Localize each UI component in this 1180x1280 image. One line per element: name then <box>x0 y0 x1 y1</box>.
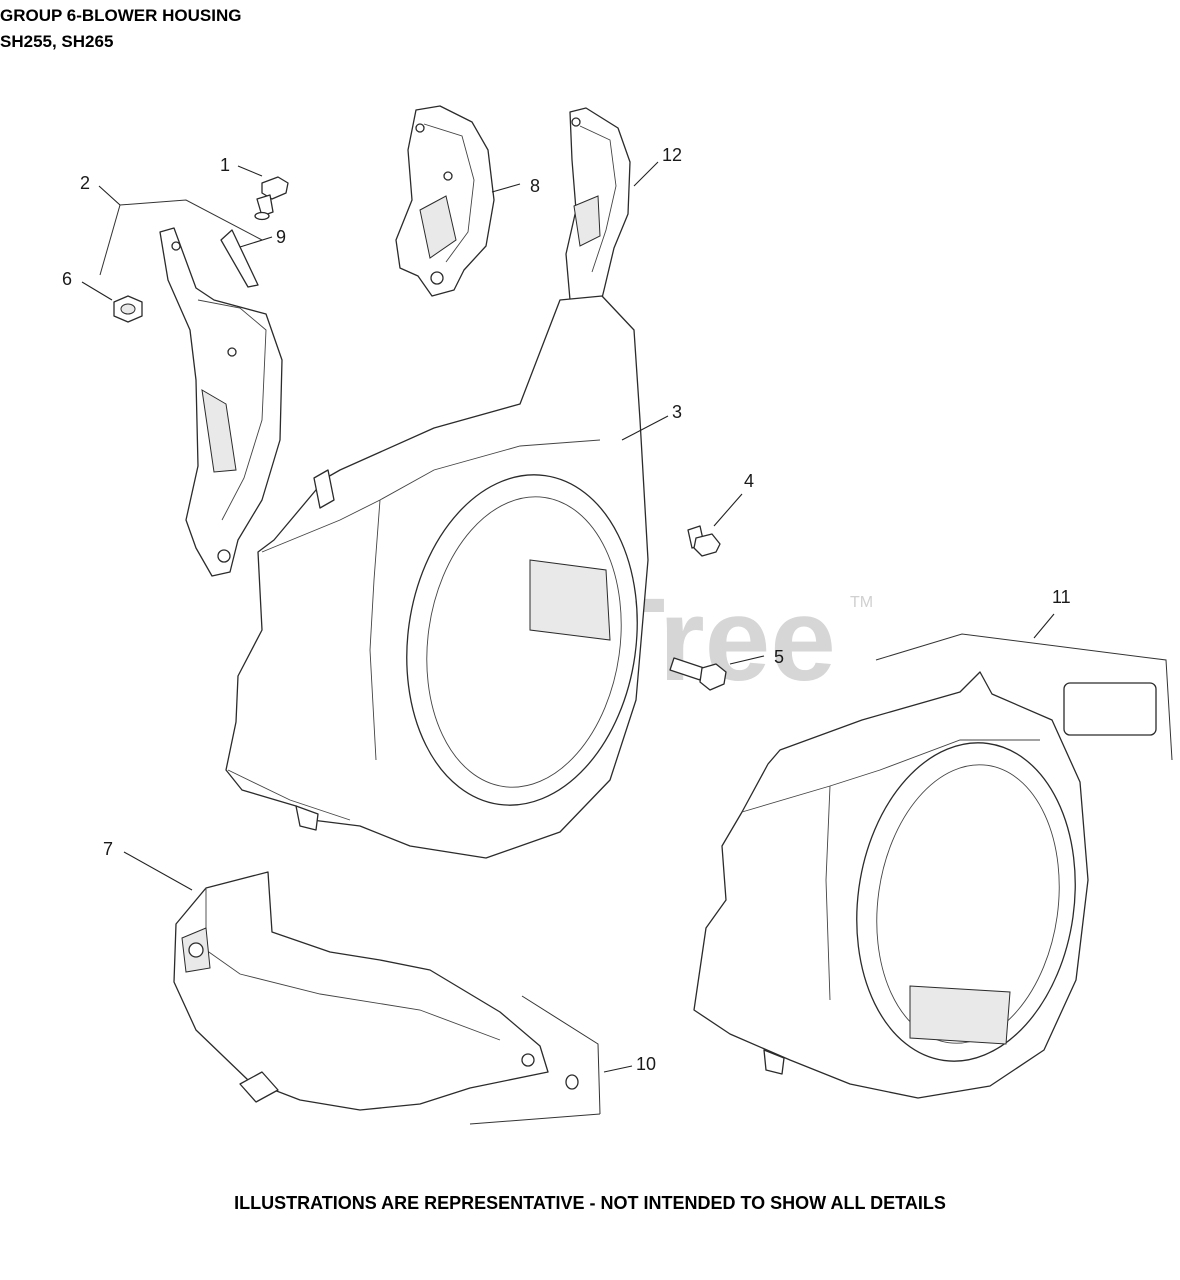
callout-12: 12 <box>662 145 682 165</box>
leader-lines <box>81 161 1055 1073</box>
callout-11: 11 <box>1052 587 1071 607</box>
callout-3: 3 <box>672 402 682 422</box>
part-1-bolt <box>254 176 289 221</box>
part-11-blower-housing-assembly <box>693 633 1173 1099</box>
part-5-bolt <box>669 657 727 691</box>
watermark-tm: TM <box>850 594 873 611</box>
part-4-bolt <box>687 525 721 557</box>
decal-label <box>1063 682 1157 736</box>
model-subtitle: SH255, SH265 <box>0 32 114 51</box>
left-cylinder-baffle <box>159 227 283 577</box>
page-title: GROUP 6-BLOWER HOUSING <box>0 6 242 25</box>
callout-9: 9 <box>276 227 286 247</box>
part-10-group-lines <box>469 995 601 1125</box>
callout-1: 1 <box>220 155 230 175</box>
callout-4: 4 <box>744 471 754 491</box>
callout-2: 2 <box>80 173 90 193</box>
part-7-bottom-shroud <box>173 871 549 1111</box>
part-2-group-bracket <box>99 199 263 276</box>
part-12-cylinder-baffle <box>565 107 631 323</box>
part-6-nut <box>113 295 143 323</box>
disclaimer-note: ILLUSTRATIONS ARE REPRESENTATIVE - NOT I… <box>234 1193 946 1213</box>
callout-10: 10 <box>636 1054 656 1074</box>
part-8-cylinder-baffle <box>395 105 495 297</box>
part-9-clip <box>220 229 259 288</box>
callout-6: 6 <box>62 269 72 289</box>
part-3-blower-housing <box>225 295 649 859</box>
callout-8: 8 <box>530 176 540 196</box>
callout-7: 7 <box>103 839 113 859</box>
callout-5: 5 <box>774 647 784 667</box>
callout-numbers: 1 2 3 4 5 6 7 8 9 10 11 12 <box>62 145 1071 1074</box>
